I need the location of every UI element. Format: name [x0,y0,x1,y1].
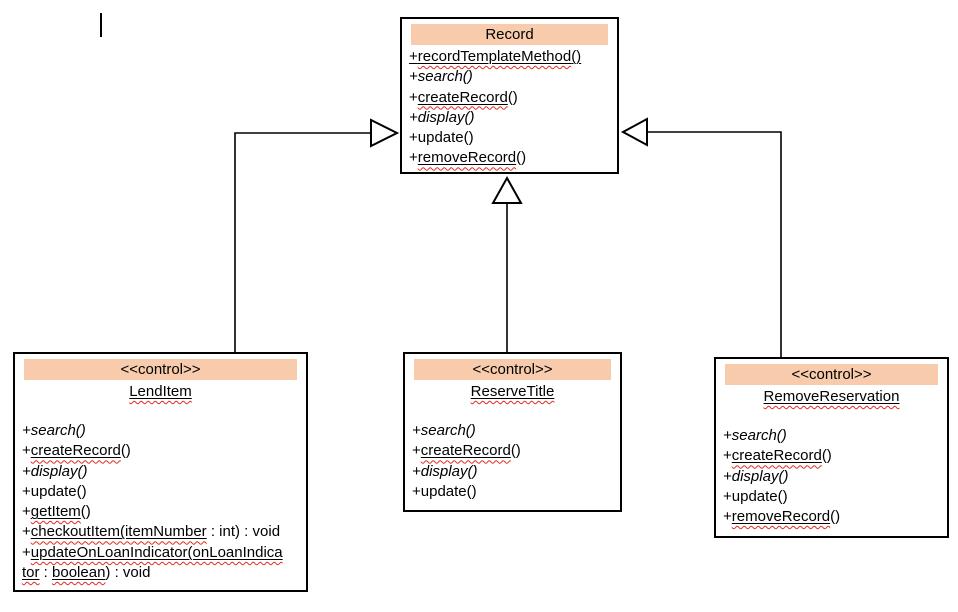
method-text-segment: +search() [22,422,86,439]
class-name-text: RemoveReservation [763,388,900,405]
method-line: tor : boolean) : void [22,563,299,583]
method-text-segment: + [409,88,418,106]
method-line: +createRecord() [22,441,299,461]
method-text-segment: +update() [22,482,87,500]
method-line: +updateOnLoanIndicator(onLoanIndica [22,543,299,563]
method-text-segment: +update() [412,482,477,500]
method-text-segment: +search() [412,422,476,439]
method-text-segment: + [22,442,31,460]
method-text-segment: () [510,442,521,460]
method-line: +display() [412,462,613,482]
method-line: +search() [22,421,299,441]
method-text-segment: +display() [22,462,88,480]
method-line: +update() [723,487,940,507]
method-text-segment: getItem [30,503,81,521]
method-text-segment: createRecord [731,447,822,465]
method-line: +createRecord() [723,446,940,466]
method-text-segment: checkoutItem(itemNumber [30,523,207,541]
method-text-segment: +search() [409,68,473,86]
generalization-removereservation-record-line[interactable] [647,131,782,357]
method-text-segment: createRecord [30,442,121,460]
class-name: RemoveReservation [716,386,947,407]
class-name-text: LendItem [129,383,192,400]
method-text-segment: + [22,543,31,561]
class-name-text: ReserveTitle [470,383,555,400]
method-text-segment: + [22,503,31,521]
method-text-segment: () [571,48,582,65]
method-line: +display() [22,462,299,482]
generalization-lenditem-record-line[interactable] [234,132,371,352]
text-cursor [100,13,102,37]
method-line: +getItem() [22,502,299,522]
method-list: +search()+createRecord()+display()+updat… [716,426,947,527]
method-text-segment: +display() [412,462,478,480]
method-text-segment: () [120,442,131,460]
method-text-segment: +display() [409,108,475,126]
method-text-segment: () [516,149,527,167]
method-list: +search()+createRecord()+display()+updat… [405,421,620,502]
method-text-segment: ) : void [105,564,151,582]
method-list: +search()+createRecord()+display()+updat… [15,421,306,583]
method-line: +update() [412,482,613,502]
method-text-segment: : [39,564,53,582]
class-box-reservetitle[interactable]: <<control>> ReserveTitle +search() +creat… [403,352,622,512]
method-line: +update() [22,482,299,502]
method-text-segment: + [723,447,732,465]
method-text-segment: createRecord [417,88,508,106]
method-line: +display() [723,467,940,487]
class-name: LendItem [15,381,306,402]
method-line: +removeRecord() [723,507,940,527]
method-line: +search() [412,421,613,441]
method-line: +recordTemplateMethod() [409,47,610,67]
hollow-triangle-arrowhead-left[interactable] [370,118,400,148]
method-text-segment: removeRecord [417,149,517,167]
stereotype-bar: <<control>> [725,364,938,385]
method-text-segment: () [507,88,518,106]
method-line: +update() [409,128,610,148]
method-text-segment: +display() [723,467,789,485]
class-box-removereservation[interactable]: <<control>> RemoveReservation +search() +… [714,357,949,538]
class-header-bar: Record [411,24,608,45]
method-text-segment: : int) : void [206,523,281,541]
method-text-segment: updateOnLoanIndicator(onLoanIndica [30,543,283,561]
method-line: +createRecord() [409,88,610,108]
hollow-triangle-arrowhead-right[interactable] [620,117,648,147]
method-text-segment: createRecord [420,442,511,460]
hollow-triangle-arrowhead-middle[interactable] [491,175,523,204]
class-box-lenditem[interactable]: <<control>> LendItem +search()+createRec… [13,352,308,592]
method-line: +createRecord() [412,441,613,461]
method-text-segment: recordTemplateMethod [417,48,572,65]
method-text-segment: +update() [409,129,474,147]
method-text-segment: + [22,523,31,541]
method-list: +recordTemplateMethod()+search()+createR… [402,47,617,169]
method-text-segment: () [80,503,91,521]
method-text-segment: + [412,442,421,460]
method-line: +search() [723,426,940,446]
method-line: +search() [409,67,610,87]
method-line: +display() [409,108,610,128]
stereotype-bar: <<control>> [24,359,297,380]
class-name: ReserveTitle [405,381,620,402]
method-text-segment: +search() [723,427,787,444]
class-box-record[interactable]: Record +recordTemplateMethod()+search()+… [400,17,619,174]
method-text-segment: boolean [52,564,106,582]
method-text-segment: + [409,149,418,167]
method-text-segment: tor [22,564,40,582]
stereotype-bar: <<control>> [414,359,611,380]
method-text-segment: +update() [723,487,788,505]
method-text-segment: () [821,447,832,465]
method-line: +removeRecord() [409,148,610,168]
method-text-segment: removeRecord [731,508,831,526]
method-text-segment: () [830,508,841,526]
method-text-segment: + [409,48,418,65]
method-line: +checkoutItem(itemNumber : int) : void [22,522,299,542]
method-text-segment: + [723,508,732,526]
